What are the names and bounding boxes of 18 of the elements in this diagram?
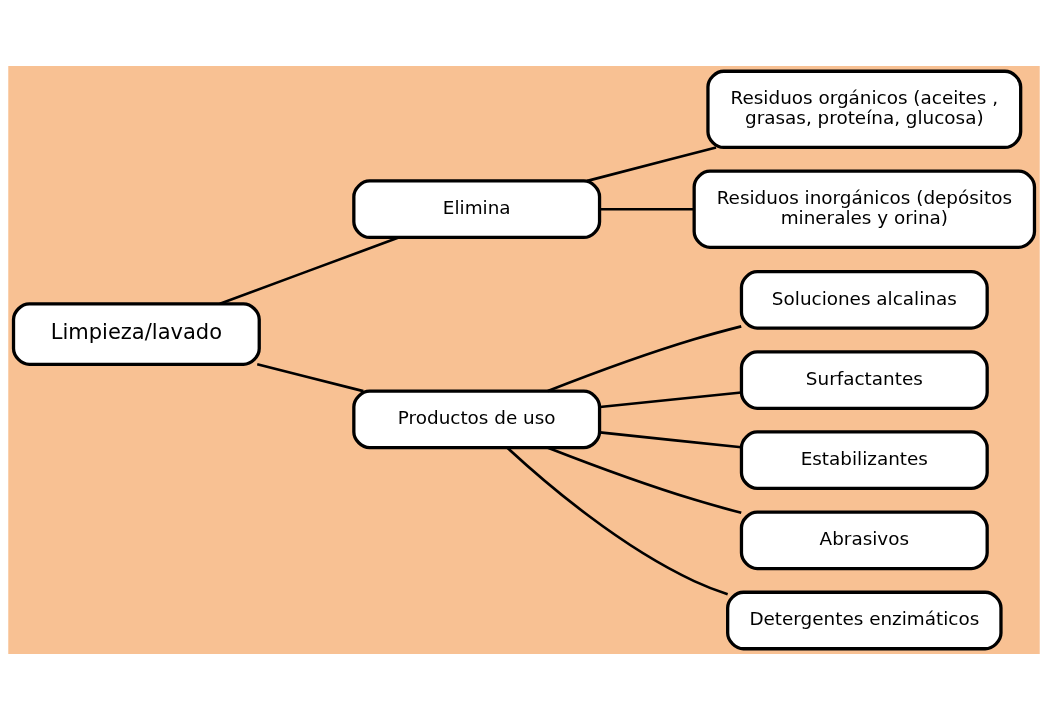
node-box: Residuos orgánicos (aceites , grasas, proteína, glucosa) bbox=[706, 69, 1023, 149]
node-box: Surfactantes bbox=[739, 349, 989, 410]
connector bbox=[506, 446, 729, 595]
node-box: Soluciones alcalinas bbox=[739, 269, 989, 330]
connector bbox=[587, 145, 717, 182]
connector bbox=[599, 430, 742, 449]
connector bbox=[256, 362, 364, 392]
node-box: Elimina bbox=[352, 178, 602, 239]
connector bbox=[547, 324, 742, 392]
connector bbox=[599, 207, 695, 211]
node-box: Detergentes enzimáticos bbox=[726, 590, 1003, 650]
node-box: Abrasivos bbox=[739, 509, 989, 570]
node-box: Estabilizantes bbox=[739, 429, 989, 490]
node-box: Productos de uso bbox=[352, 389, 602, 449]
connector bbox=[547, 446, 742, 514]
node-box: Residuos inorgánicos (depósitos minerales y orina) bbox=[692, 169, 1037, 249]
connector bbox=[599, 390, 742, 408]
node-box: Limpieza/lavado bbox=[11, 301, 261, 366]
